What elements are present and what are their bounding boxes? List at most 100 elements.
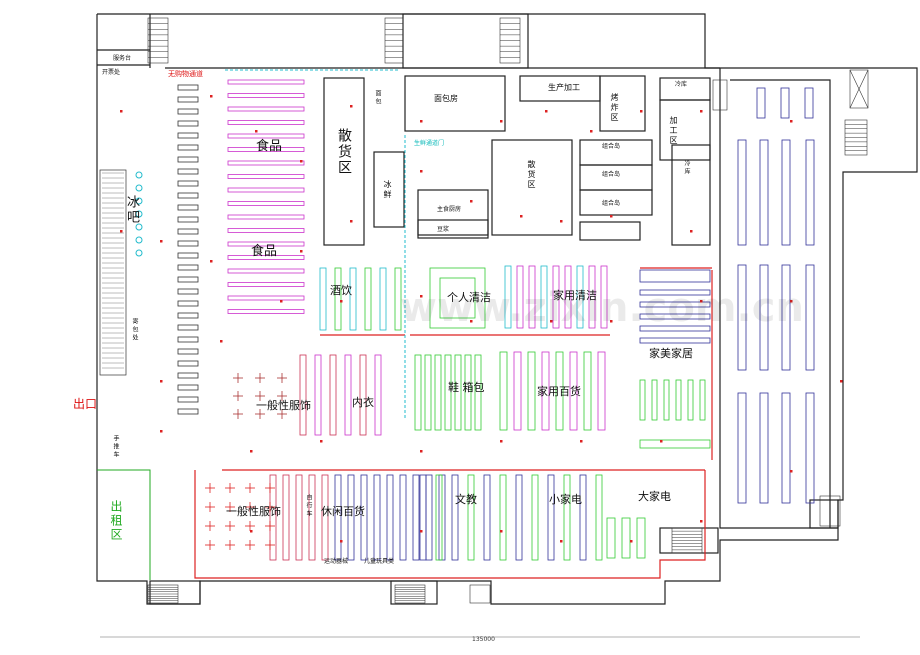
sprinkler-marker (250, 530, 253, 533)
clean-shelf (552, 265, 560, 329)
sprinkler-marker (700, 110, 703, 113)
label-big-appliance: 大家电 (638, 490, 671, 503)
leisure-shelf (334, 474, 342, 561)
shoes-shelf (424, 354, 432, 431)
sprinkler-marker (660, 440, 663, 443)
sprinkler-marker (840, 380, 843, 383)
clean-shelf (588, 265, 596, 329)
leisure-shelf (347, 474, 355, 561)
food-shelf (227, 106, 305, 112)
sprinkler-marker (320, 440, 323, 443)
shoes-shelf (464, 354, 472, 431)
checkout-lane (177, 156, 199, 163)
sprinkler-marker (350, 220, 353, 223)
sprinkler-marker (610, 320, 613, 323)
label-ice-fresh: 冰鲜 (383, 180, 392, 200)
sprinkler-marker (300, 160, 303, 163)
sprinkler-marker (545, 110, 548, 113)
checkout-lane (177, 132, 199, 139)
label-shoes-bags: 鞋 箱包 (448, 381, 485, 394)
sprinkler-marker (420, 295, 423, 298)
decor-shelf (699, 379, 706, 421)
right-hall-rack (781, 264, 791, 371)
food-shelf (227, 241, 305, 247)
label-office: 开票处 (102, 69, 121, 76)
sprinkler-marker (500, 440, 503, 443)
food-shelf (227, 93, 305, 98)
stationery-shelf (435, 474, 443, 561)
label-household-clean: 家用清洁 (553, 289, 597, 302)
food-shelf (227, 295, 305, 301)
decor-shelf (687, 379, 694, 421)
checkout-lane (177, 84, 199, 91)
leisure-shelf (399, 474, 407, 561)
food-shelf (227, 79, 305, 85)
checkout-lane (177, 408, 199, 415)
stationery-shelf (419, 474, 427, 561)
stationery-shelf (499, 474, 507, 561)
ice-bar-seat (135, 223, 143, 231)
label-bake: 烤炸区 (610, 93, 619, 123)
clean-shelf (576, 265, 584, 329)
checkout-lane (177, 180, 199, 187)
household-shelf (555, 351, 564, 431)
appliance-display (621, 517, 631, 559)
leisure-shelf (412, 474, 420, 561)
food-shelf (227, 309, 305, 314)
shoes-shelf (454, 354, 462, 431)
stationery-shelf (467, 474, 475, 561)
shelving (135, 79, 815, 561)
household-shelf (499, 351, 508, 431)
rental-area (97, 469, 151, 580)
household-shelf (583, 351, 592, 431)
dimension-value: 135000 (472, 636, 495, 643)
liquor-shelf (394, 267, 402, 331)
label-personal-care: 个人清洁 (447, 291, 491, 304)
sprinkler-marker (160, 240, 163, 243)
right-hall-rack (781, 392, 791, 504)
right-hall-rack (804, 87, 814, 119)
label-household-goods: 家用百货 (537, 385, 581, 398)
clean-shelf (564, 265, 572, 329)
apparel-shelf (314, 354, 322, 436)
checkout-lane (177, 216, 199, 223)
sprinkler-marker (640, 110, 643, 113)
decor-shelf (639, 337, 711, 344)
checkout-lane (177, 252, 199, 259)
sprinkler-marker (630, 540, 633, 543)
label-self-drive: 自行车 (305, 494, 312, 518)
sprinkler-marker (255, 130, 258, 133)
liquor-shelf (364, 267, 372, 331)
sprinkler-marker (120, 230, 123, 233)
checkout-lane (177, 312, 199, 319)
personal-care-shelf (429, 267, 486, 329)
stationery-shelf (515, 474, 523, 561)
label-bulk-area: 散货区 (336, 128, 352, 176)
sprinkler-marker (500, 530, 503, 533)
label-combo-3: 组合岛 (602, 200, 621, 207)
food-shelf (227, 201, 305, 206)
ice-bar-seat (135, 249, 143, 257)
sprinkler-marker (790, 300, 793, 303)
sprinkler-marker (420, 530, 423, 533)
label-small-appliance: 小家电 (549, 493, 582, 506)
right-hall-rack (759, 392, 769, 504)
decor-shelf (639, 301, 711, 308)
label-bulk-area-2: 散货区 (527, 160, 536, 190)
checkout-lane (177, 228, 199, 235)
sprinkler-marker (160, 430, 163, 433)
sprinkler-marker (470, 200, 473, 203)
leisure-shelf (295, 474, 303, 561)
household-shelf (513, 351, 522, 431)
right-hall-rack (781, 139, 791, 246)
right-hall-rack (737, 392, 747, 504)
clean-shelf (528, 265, 536, 329)
label-processing: 加工区 (669, 116, 678, 146)
household-shelf (527, 351, 536, 431)
sprinkler-marker (560, 220, 563, 223)
label-food-2: 食品 (251, 244, 278, 259)
sprinkler-marker (700, 300, 703, 303)
decor-shelf (639, 289, 711, 296)
decor-shelf (639, 439, 711, 449)
